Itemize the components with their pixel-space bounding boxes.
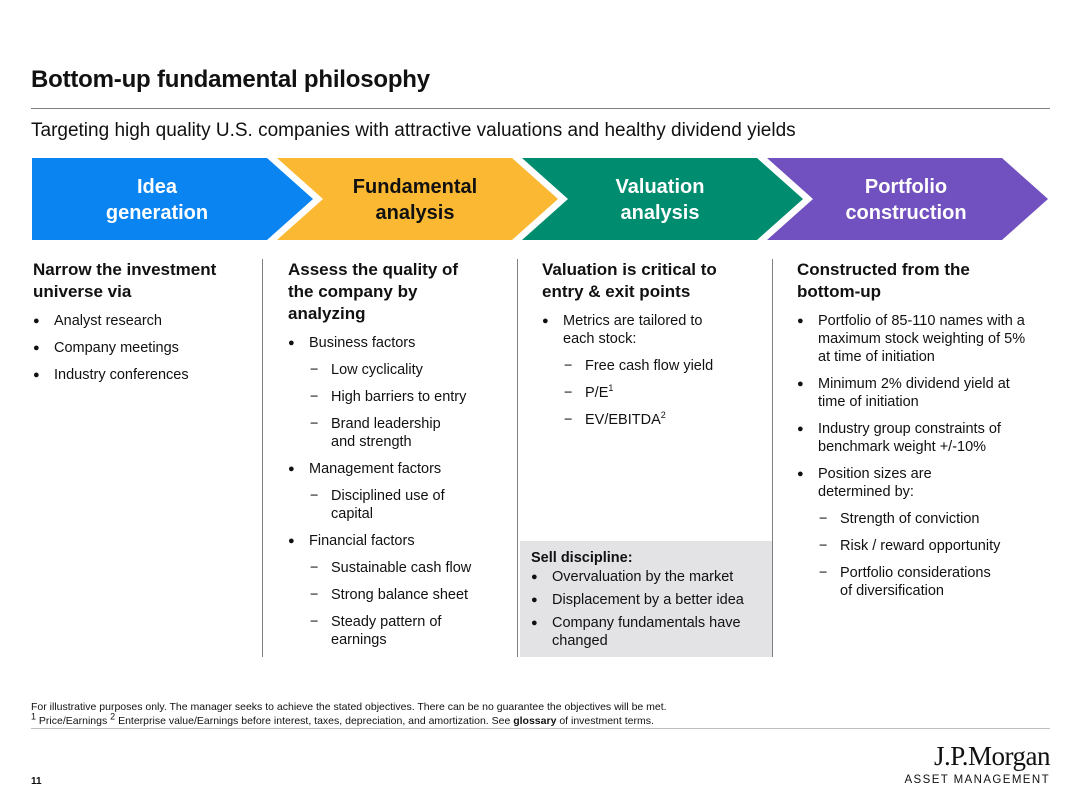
list-item: Displacement by a better idea bbox=[531, 591, 767, 609]
list-item: Sustainable cash flow bbox=[288, 559, 532, 577]
footnote-definitions: 1 Price/Earnings 2 Enterprise value/Earn… bbox=[31, 711, 654, 727]
list-item: Company meetings bbox=[33, 339, 277, 357]
list-item: High barriers to entry bbox=[288, 388, 532, 406]
list-item: Strength of conviction bbox=[797, 510, 1049, 528]
sell-discipline-box: Sell discipline: Overvaluation by the ma… bbox=[520, 541, 772, 657]
title-rule bbox=[31, 108, 1050, 109]
list-item: Management factors bbox=[288, 460, 532, 478]
logo-subtitle: ASSET MANAGEMENT bbox=[904, 774, 1050, 786]
footer-rule bbox=[31, 728, 1050, 729]
list-item: Analyst research bbox=[33, 312, 277, 330]
list-item: Portfolio of 85-110 names with amaximum … bbox=[797, 312, 1049, 366]
jpmorgan-logo: J.P.Morgan ASSET MANAGEMENT bbox=[904, 742, 1050, 786]
chevron-portfolio-construction bbox=[767, 158, 1048, 240]
chevron-valuation-analysis bbox=[522, 158, 803, 240]
logo-brand: J.P.Morgan bbox=[933, 741, 1051, 771]
list-item: Strong balance sheet bbox=[288, 586, 532, 604]
list-item: Industry conferences bbox=[33, 366, 277, 384]
column-divider bbox=[772, 259, 773, 657]
page-title: Bottom-up fundamental philosophy bbox=[31, 66, 430, 93]
column-divider bbox=[517, 259, 518, 657]
list-item: P/E1 bbox=[542, 384, 786, 402]
list-item: Overvaluation by the market bbox=[531, 568, 767, 586]
list-item: Free cash flow yield bbox=[542, 357, 786, 375]
process-chevrons bbox=[32, 158, 1048, 240]
list-item: Business factors bbox=[288, 334, 532, 352]
page-number: 11 bbox=[31, 776, 42, 787]
list-item: EV/EBITDA2 bbox=[542, 411, 786, 429]
chevron-fundamental-analysis bbox=[277, 158, 558, 240]
list-item: Risk / reward opportunity bbox=[797, 537, 1049, 555]
list-item: Low cyclicality bbox=[288, 361, 532, 379]
page-subtitle: Targeting high quality U.S. companies wi… bbox=[31, 120, 796, 141]
sell-discipline-heading: Sell discipline: bbox=[531, 550, 633, 566]
list-item: Financial factors bbox=[288, 532, 532, 550]
footnote-disclaimer: For illustrative purposes only. The mana… bbox=[31, 701, 667, 713]
chevron-idea-generation bbox=[32, 158, 313, 240]
column-divider bbox=[262, 259, 263, 657]
